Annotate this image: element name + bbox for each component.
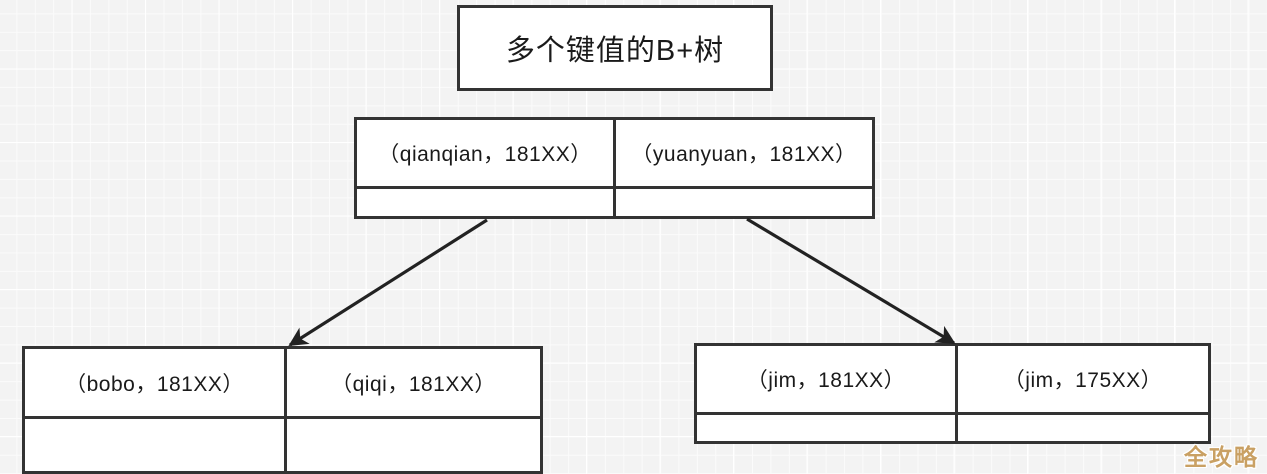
leaf-left-pointer-cell-0 [25, 419, 284, 471]
leaf-right-key-cell-1: （jim，175XX） [955, 346, 1208, 412]
root-node-key-cell-1: （yuanyuan，181XX） [613, 120, 872, 186]
leaf-right-key-row: （jim，181XX） （jim，175XX） [697, 346, 1208, 415]
leaf-left-pointer-row [25, 419, 540, 471]
leaf-node-left: （bobo，181XX） （qiqi，181XX） [22, 346, 543, 474]
root-node: （qianqian，181XX） （yuanyuan，181XX） [354, 117, 875, 219]
edge-root-to-left-leaf [288, 218, 488, 347]
leaf-right-pointer-row [697, 415, 1208, 441]
leaf-right-pointer-cell-1 [955, 415, 1208, 441]
leaf-node-right: （jim，181XX） （jim，175XX） [694, 343, 1211, 444]
root-node-pointer-cell-1 [613, 189, 872, 216]
page-title: 多个键值的B+树 [505, 35, 725, 67]
watermark-label: 全攻略 [1183, 443, 1259, 471]
diagram-title-box: 多个键值的B+树 [457, 5, 773, 91]
leaf-left-key-cell-1: （qiqi，181XX） [284, 349, 540, 416]
root-node-pointer-cell-0 [357, 189, 613, 216]
root-node-pointer-row [357, 189, 872, 216]
leaf-right-pointer-cell-0 [697, 415, 955, 441]
edge-root-to-right-leaf [746, 217, 956, 345]
leaf-left-key-cell-0: （bobo，181XX） [65, 372, 244, 396]
root-node-key-cell-0: （qianqian，181XX） [378, 143, 592, 166]
leaf-right-key-cell-0: （jim，181XX） [746, 369, 906, 392]
leaf-left-pointer-cell-1 [284, 419, 540, 471]
leaf-left-key-row: （bobo，181XX） （qiqi，181XX） [25, 349, 540, 419]
root-node-key-row: （qianqian，181XX） （yuanyuan，181XX） [357, 120, 872, 189]
